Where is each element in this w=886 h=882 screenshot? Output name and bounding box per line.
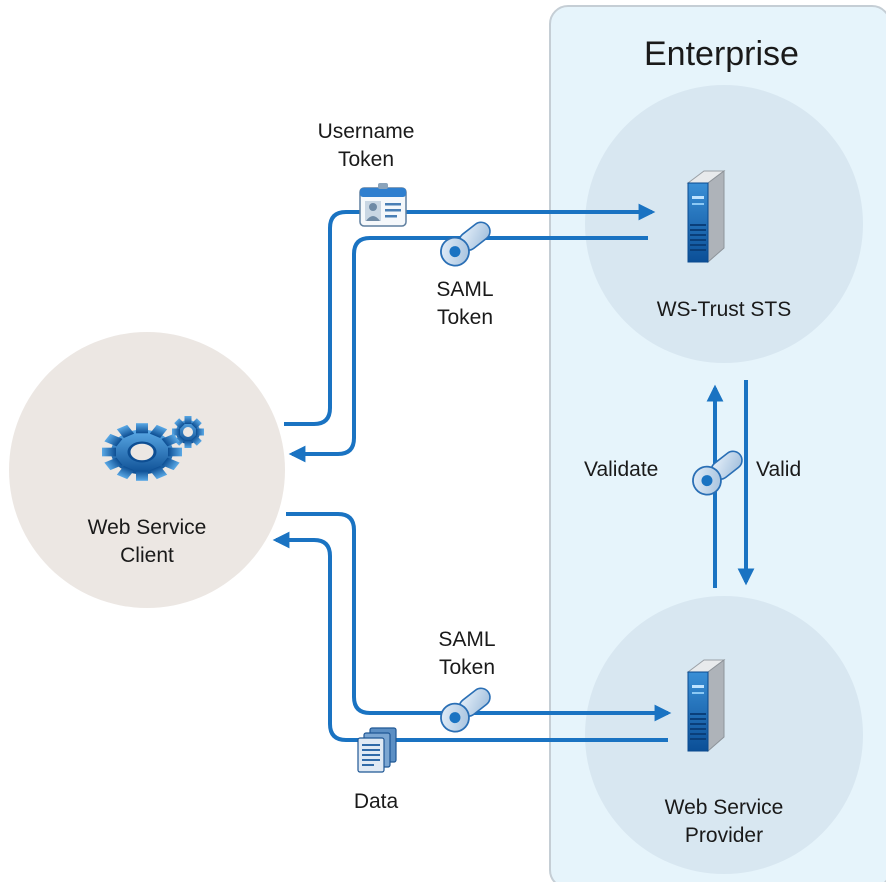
id-card-icon	[359, 183, 407, 227]
data-response-arrow	[272, 531, 668, 742]
saml-token-bottom-label: SAML Token	[412, 626, 522, 682]
provider-label-line2: Provider	[684, 824, 764, 847]
client-label-line1: Web Service	[87, 516, 207, 539]
username-token-label-line1: Username	[317, 120, 415, 143]
valid-label: Valid	[756, 458, 802, 481]
validate-label: Validate	[584, 458, 659, 481]
saml-token-top-label-line2: Token	[436, 306, 494, 329]
sts-label: WS-Trust STS	[656, 298, 792, 321]
saml-token-bottom-label-line1: SAML	[438, 628, 496, 651]
client-label-line2: Client	[120, 544, 174, 567]
saml-token-top-label: SAML Token	[410, 276, 520, 332]
saml-token-icon-validate	[692, 450, 743, 496]
username-token-label: Username Token	[306, 118, 426, 174]
provider-label-line1: Web Service	[664, 796, 784, 819]
username-token-request-arrow	[284, 203, 656, 426]
client-label: Web Service Client	[57, 514, 237, 570]
provider-label: Web Service Provider	[634, 794, 814, 850]
saml-token-icon-top	[440, 221, 491, 267]
saml-token-top-label-line1: SAML	[436, 278, 494, 301]
provider-server-icon	[686, 659, 726, 753]
sts-server-icon	[686, 170, 726, 264]
documents-icon	[357, 727, 397, 773]
saml-token-response-arrow	[288, 236, 648, 463]
gear-icon	[102, 416, 204, 481]
saml-token-icon-bottom	[440, 687, 491, 733]
username-token-label-line2: Token	[337, 148, 395, 171]
enterprise-title: Enterprise	[644, 35, 799, 73]
data-label: Data	[353, 790, 399, 813]
saml-token-bottom-label-line2: Token	[438, 656, 496, 679]
saml-token-request-arrow	[286, 512, 672, 722]
